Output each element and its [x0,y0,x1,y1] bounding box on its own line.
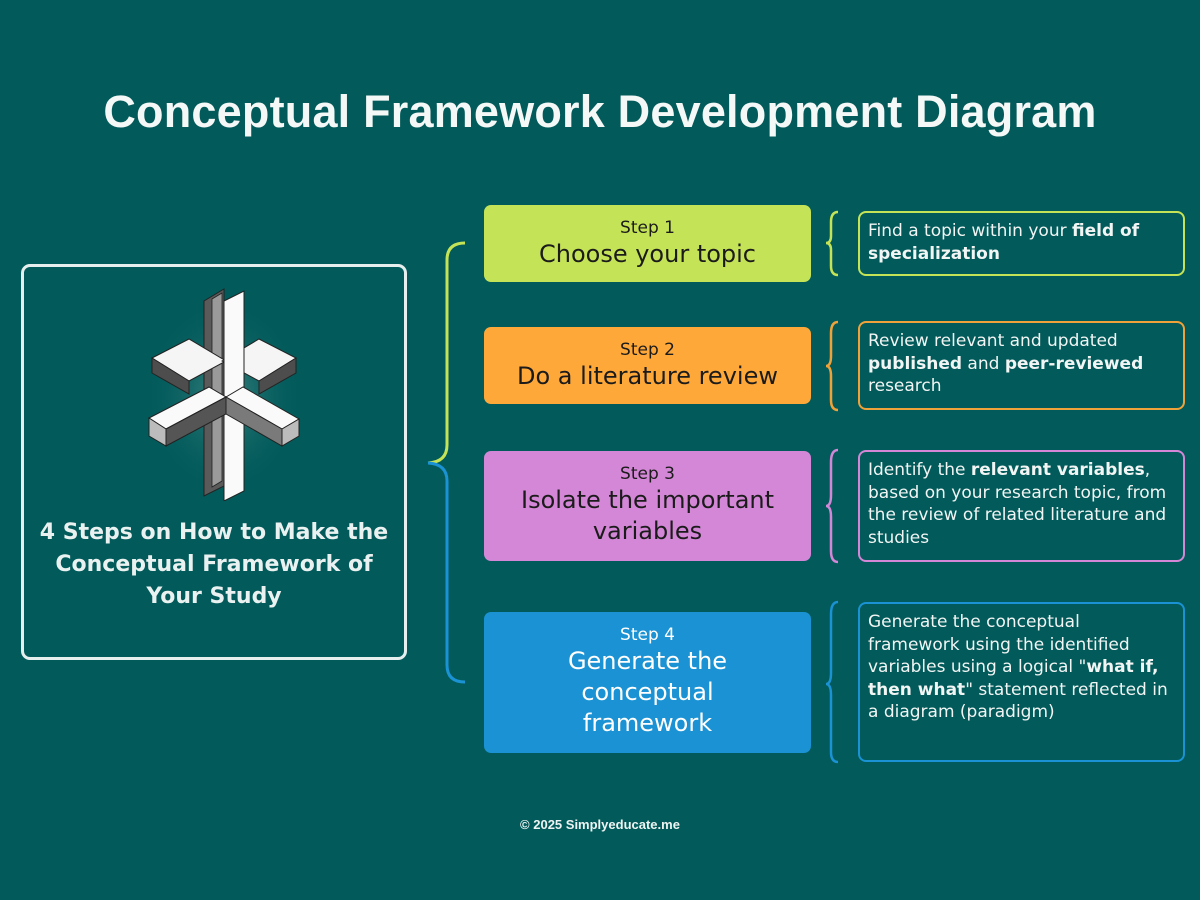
page-title: Conceptual Framework Development Diagram [103,86,1097,137]
description-emphasis: field of specialization [868,221,1140,264]
description-text: " statement reflected in a diagram (para… [868,679,1168,723]
step-2-description: Review relevant and updated published an… [858,321,1185,410]
description-text: research [868,376,942,396]
step-3-description: Identify the relevant variables, based o… [858,450,1185,562]
description-text: and [962,353,1005,374]
step-3-card: Step 3 Isolate the important variables [484,451,811,561]
step-1-card: Step 1 Choose your topic [484,205,811,282]
description-emphasis: relevant variables [970,460,1145,480]
description-text: Identify the [868,460,971,480]
step-name: Isolate the important variables [520,486,775,545]
description-emphasis: peer-reviewed [1004,353,1144,374]
brace-4 [825,600,839,764]
step-label: Step 1 [620,218,675,238]
description-text: Generate the conceptual framework using … [868,612,1130,677]
step-name: Generate the conceptual framework [567,647,728,737]
step-label: Step 2 [620,340,675,360]
overview-text: 4 Steps on How to Make the Conceptual Fr… [39,520,389,609]
step-name: Do a literature review [517,362,778,390]
brace-3 [825,448,839,564]
description-text: , based on your research topic, from the… [868,460,1167,548]
step-4-description: Generate the conceptual framework using … [858,602,1185,762]
description-emphasis: published [868,353,963,374]
step-name: Choose your topic [538,240,757,268]
steel-beam-cross-icon [144,288,304,501]
description-text: Review relevant and updated [868,331,1118,351]
step-2-card: Step 2 Do a literature review [484,327,811,404]
step-label: Step 3 [620,464,675,484]
step-label: Step 4 [620,625,675,645]
big-brace-bottom [427,461,466,684]
description-emphasis: what if, then what [868,657,1159,700]
step-4-card: Step 4 Generate the conceptual framework [484,612,811,753]
overview-card: 4 Steps on How to Make the Conceptual Fr… [21,264,407,660]
description-text: Find a topic within your [868,221,1072,241]
brace-1 [825,210,839,277]
step-1-description: Find a topic within your field of specia… [858,211,1185,276]
brace-2 [825,320,839,412]
big-brace-top [427,241,466,465]
copyright-footer: © 2025 Simplyeducate.me [520,817,680,832]
